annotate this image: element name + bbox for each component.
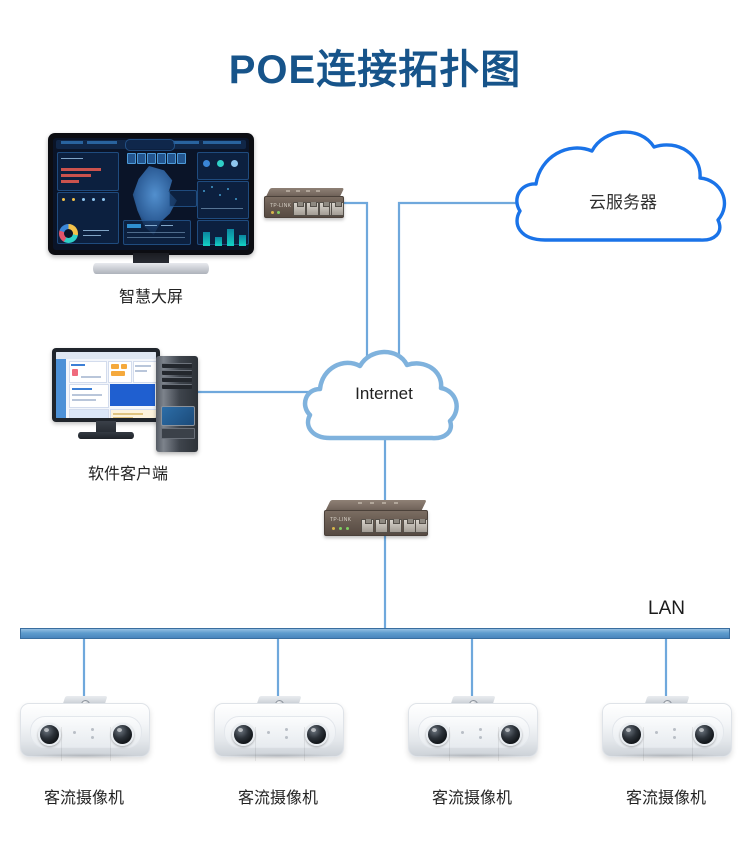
monitor-stand <box>96 421 116 433</box>
tv-base <box>93 263 209 274</box>
camera-2-label: 客流摄像机 <box>237 790 318 807</box>
camera-3-label: 客流摄像机 <box>431 790 512 807</box>
smart-screen-label: 智慧大屏 <box>118 289 183 306</box>
camera-1-label: 客流摄像机 <box>43 790 124 807</box>
software-client-label: 软件客户端 <box>87 466 168 483</box>
camera-3[interactable] <box>406 696 538 762</box>
network-switch-bottom[interactable]: TP-LINK <box>324 500 430 538</box>
network-switch-top[interactable]: TP-LINK <box>264 188 346 218</box>
camera-4-label: 客流摄像机 <box>625 790 706 807</box>
camera-2[interactable] <box>212 696 344 762</box>
internet-label: Internet <box>355 384 413 403</box>
software-client-node[interactable] <box>52 348 204 460</box>
switch-brand-top: TP-LINK <box>270 203 292 209</box>
smart-screen-node[interactable] <box>48 133 254 278</box>
tv-monitor-icon <box>48 133 254 255</box>
camera-4[interactable] <box>600 696 732 762</box>
page-title: POE连接拓扑图 <box>228 48 522 92</box>
camera-1[interactable] <box>18 696 150 762</box>
lan-label: LAN <box>648 598 685 619</box>
tv-stand <box>133 253 169 265</box>
pc-tower-icon <box>156 356 198 452</box>
cloud-server-label: 云服务器 <box>589 193 657 212</box>
lan-bus-bar <box>20 628 730 639</box>
monitor-base <box>78 432 134 439</box>
internet-cloud-node[interactable]: Internet <box>303 342 465 444</box>
cloud-server-node[interactable]: 云服务器 <box>508 128 738 246</box>
desktop-monitor-icon <box>52 348 160 422</box>
switch-brand-bottom: TP-LINK <box>330 517 352 523</box>
